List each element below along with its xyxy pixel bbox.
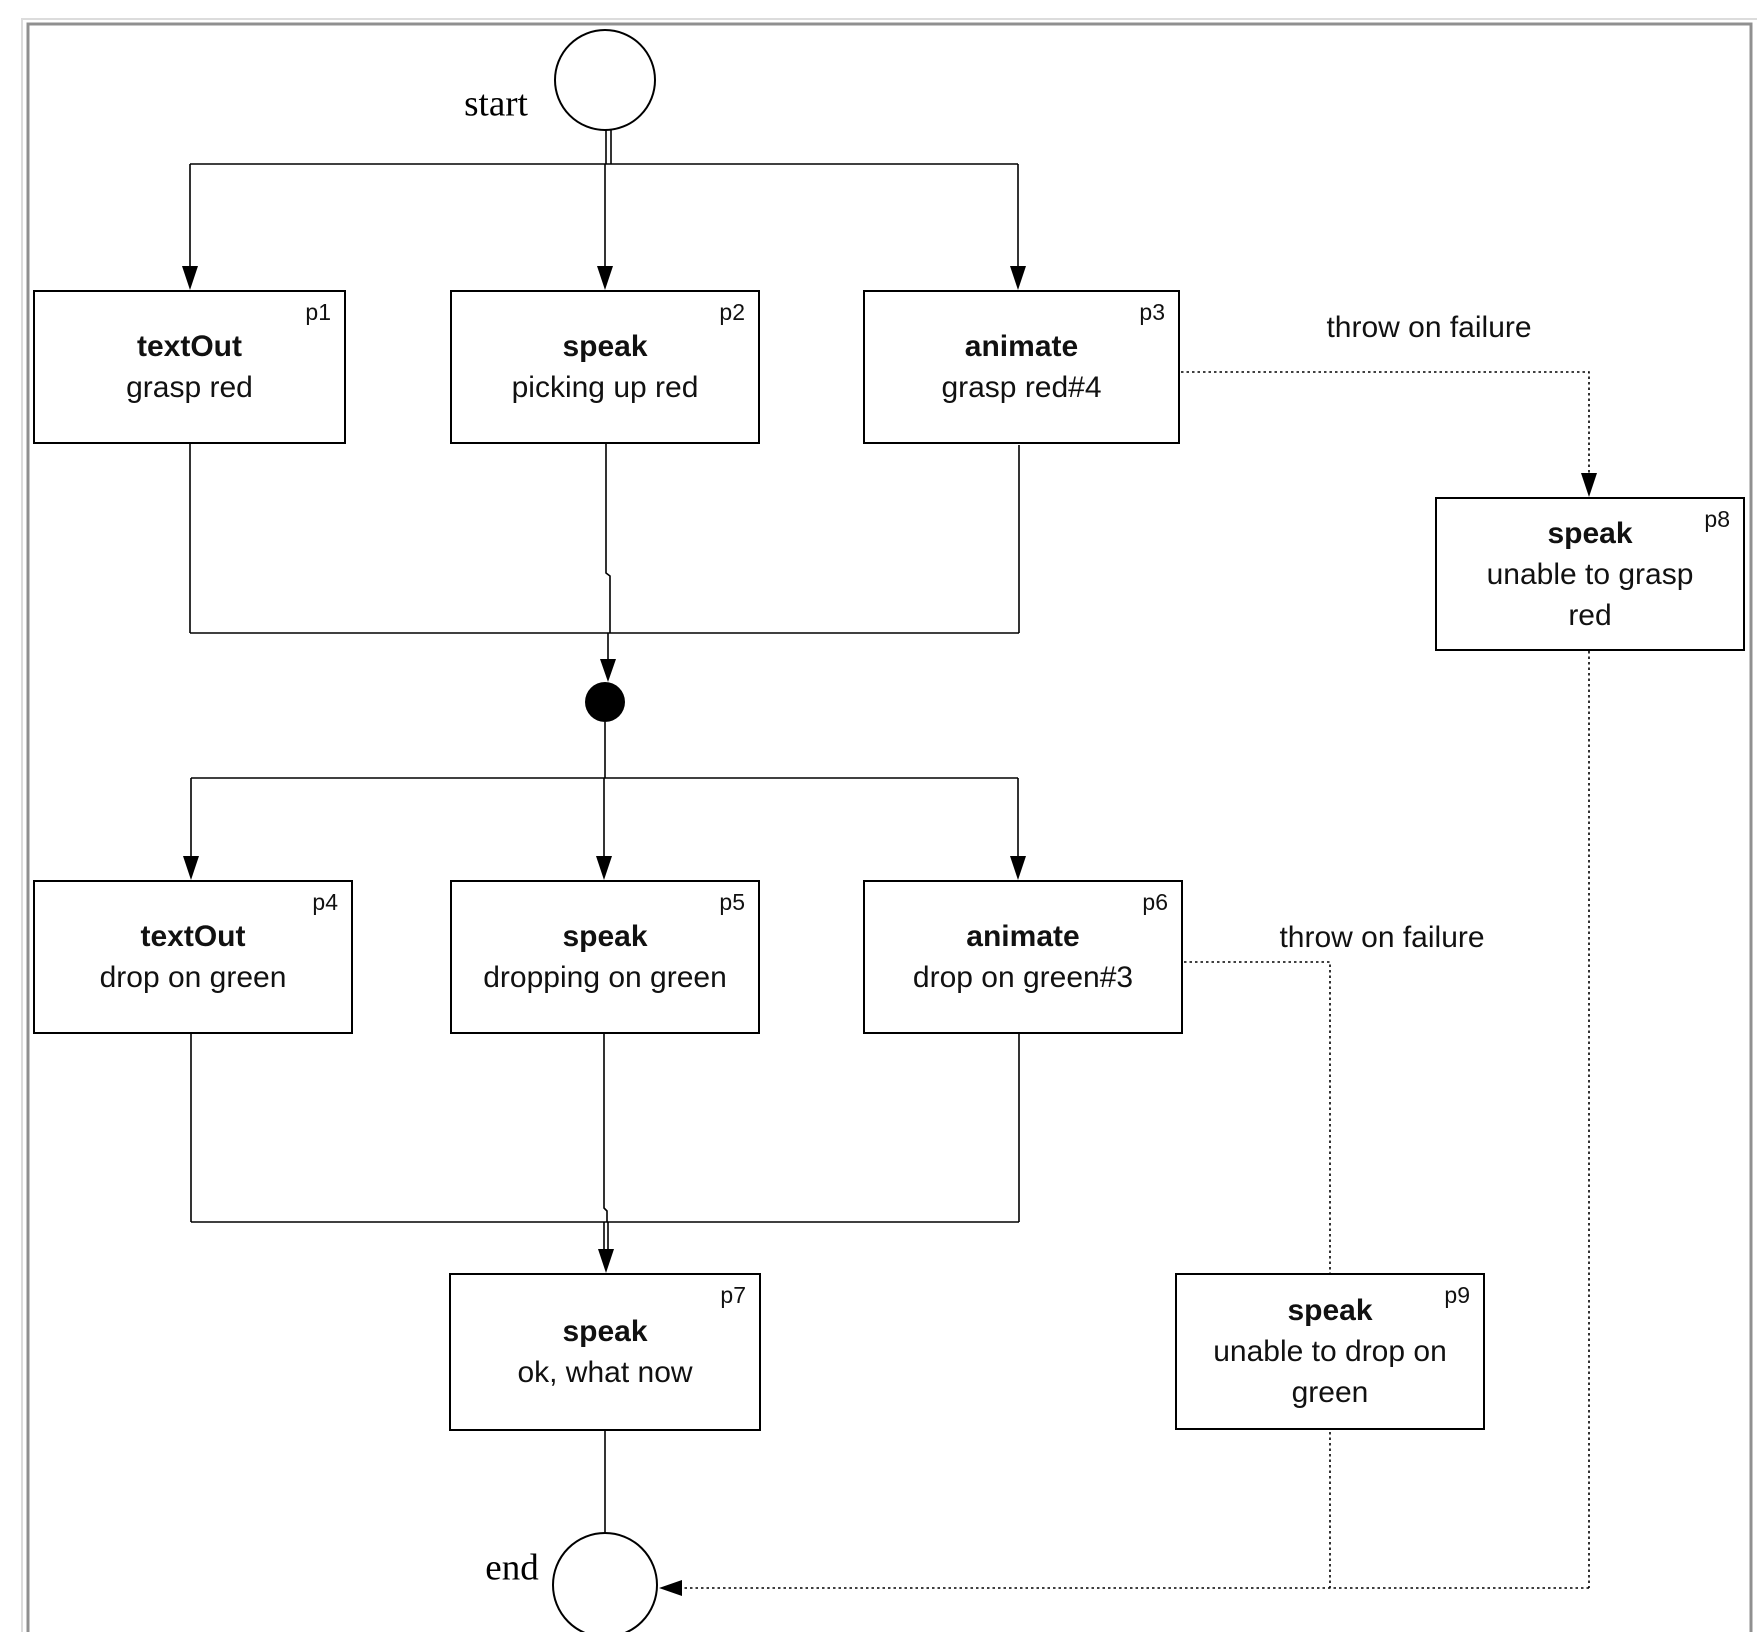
- process-node-p2[interactable]: p2 speak picking up red: [450, 290, 760, 444]
- node-id-badge: p8: [1704, 506, 1730, 532]
- process-node-p1[interactable]: p1 textOut grasp red: [33, 290, 346, 444]
- process-node-p4[interactable]: p4 textOut drop on green: [33, 880, 353, 1034]
- node-body: picking up red: [511, 371, 699, 404]
- node-title: textOut: [140, 920, 246, 953]
- node-body: grasp red: [126, 371, 253, 404]
- node-title: textOut: [137, 330, 242, 363]
- process-node-p8[interactable]: p8 speak unable to grasp red: [1435, 497, 1745, 651]
- start-label: start: [464, 83, 528, 125]
- node-body: drop on green: [99, 961, 287, 994]
- node-body: unable to grasp red: [1486, 557, 1694, 632]
- end-label: end: [485, 1547, 539, 1589]
- node-body: ok, what now: [517, 1356, 693, 1389]
- process-node-p6[interactable]: p6 animate drop on green#3: [863, 880, 1183, 1034]
- process-node-p7[interactable]: p7 speak ok, what now: [449, 1273, 761, 1431]
- node-body: unable to drop on green: [1213, 1335, 1447, 1409]
- start-node-circle[interactable]: [554, 29, 656, 131]
- node-id-badge: p1: [305, 299, 331, 325]
- node-id-badge: p7: [720, 1282, 746, 1308]
- end-edges: [552, 1431, 658, 1632]
- node-id-badge: p5: [719, 889, 745, 915]
- canvas-frame: [21, 18, 1757, 1632]
- node-title: animate: [964, 330, 1079, 363]
- edge-label-throw-on-failure-1: throw on failure: [1326, 311, 1532, 344]
- node-body: dropping on green: [483, 961, 727, 994]
- node-id-badge: p3: [1139, 299, 1165, 325]
- start-edges: [182, 29, 1026, 290]
- join-edges: [189, 444, 1020, 722]
- node-body: grasp red#4: [941, 371, 1102, 404]
- node-title: animate: [966, 920, 1080, 953]
- node-title: speak: [1547, 516, 1633, 550]
- node-id-badge: p9: [1444, 1282, 1470, 1308]
- node-title: speak: [562, 920, 648, 953]
- node-id-badge: p2: [719, 299, 745, 325]
- node-id-badge: p4: [312, 889, 338, 915]
- fork2-edges: [183, 722, 1026, 880]
- join2-edges: [190, 1034, 1020, 1273]
- join-node-circle[interactable]: [585, 682, 625, 722]
- node-title: speak: [562, 1315, 648, 1348]
- end-node-circle[interactable]: [552, 1532, 658, 1632]
- node-body: drop on green#3: [912, 961, 1134, 994]
- node-title: speak: [562, 330, 648, 363]
- edge-label-throw-on-failure-2: throw on failure: [1279, 921, 1485, 954]
- process-node-p9[interactable]: p9 speak unable to drop on green: [1175, 1273, 1485, 1430]
- node-id-badge: p6: [1142, 889, 1168, 915]
- node-title: speak: [1287, 1294, 1373, 1327]
- process-node-p3[interactable]: p3 animate grasp red#4: [863, 290, 1180, 444]
- process-node-p5[interactable]: p5 speak dropping on green: [450, 880, 760, 1034]
